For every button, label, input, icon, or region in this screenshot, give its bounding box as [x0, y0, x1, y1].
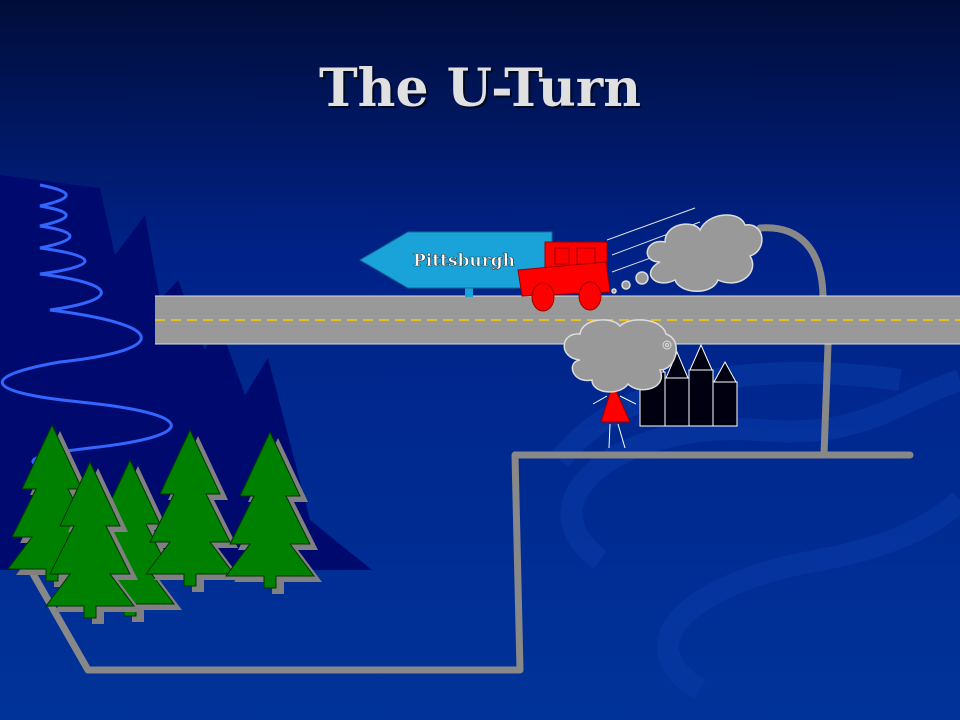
slide-title: The U-Turn [319, 58, 641, 119]
exhaust-cloud [611, 214, 763, 294]
sign-post [465, 285, 473, 297]
person [592, 382, 637, 449]
pittsburgh-sign: Pittsburgh [359, 231, 553, 297]
car-window [554, 247, 570, 265]
swirl-icon [662, 340, 672, 350]
person-dress [600, 382, 631, 423]
river [0, 183, 173, 472]
sign-label: Pittsburgh [413, 251, 515, 271]
slide-title: The U-Turn [321, 60, 643, 121]
road [155, 295, 960, 345]
car-wheel [578, 281, 602, 311]
thought-cloud [563, 319, 677, 393]
u-turn-route [28, 224, 914, 674]
car [517, 241, 611, 312]
car-wheel [531, 282, 555, 312]
